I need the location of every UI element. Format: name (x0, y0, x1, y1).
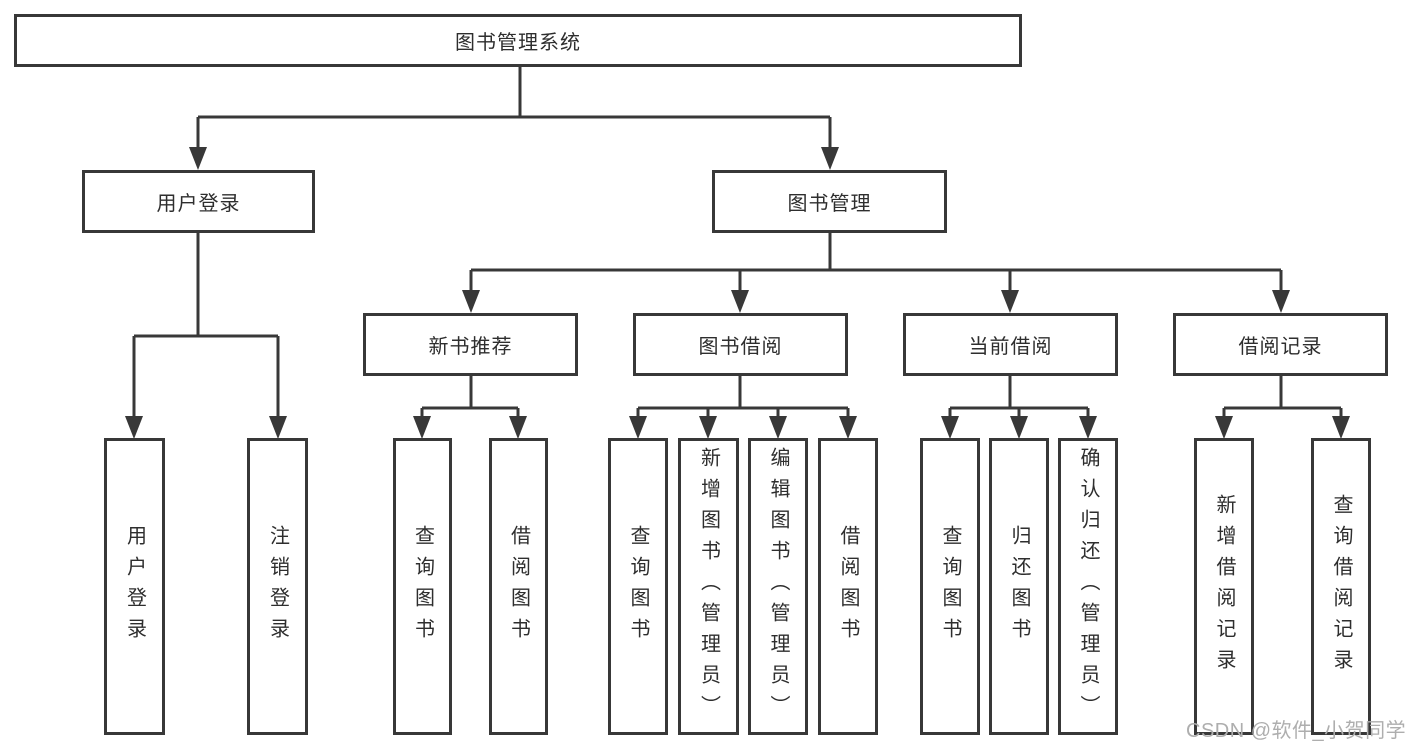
leaf-borrow-books: 借阅图书 (818, 438, 878, 735)
leaf-add-book-admin-label: 新增图书（管理员） (697, 447, 720, 726)
leaf-query-books-borrow-label: 查询图书 (627, 524, 649, 649)
leaf-user-login-label: 用户登录 (123, 524, 146, 649)
node-borrow-records: 借阅记录 (1173, 313, 1388, 376)
leaf-add-borrow-record-label: 新增借阅记录 (1213, 493, 1235, 680)
leaf-query-books-recommend: 查询图书 (393, 438, 452, 735)
leaf-confirm-return-admin: 确认归还（管理员） (1058, 438, 1118, 735)
leaf-borrow-books-label: 借阅图书 (837, 524, 859, 649)
node-borrow-records-label: 借阅记录 (1238, 336, 1323, 358)
leaf-query-books-current: 查询图书 (920, 438, 980, 735)
leaf-query-books-recommend-label: 查询图书 (411, 524, 434, 649)
leaf-edit-book-admin-label: 编辑图书（管理员） (767, 447, 789, 726)
leaf-borrow-books-recommend: 借阅图书 (489, 438, 548, 735)
node-book-borrow: 图书借阅 (633, 313, 848, 376)
leaf-return-books: 归还图书 (989, 438, 1049, 735)
node-new-book-recommend-label: 新书推荐 (428, 336, 513, 358)
node-system-root-label: 图书管理系统 (455, 32, 581, 54)
node-user-login-label: 用户登录 (156, 193, 241, 215)
node-current-borrow: 当前借阅 (903, 313, 1118, 376)
leaf-add-book-admin: 新增图书（管理员） (678, 438, 739, 735)
node-current-borrow-label: 当前借阅 (968, 336, 1053, 358)
node-book-management: 图书管理 (712, 170, 947, 233)
leaf-edit-book-admin: 编辑图书（管理员） (748, 438, 808, 735)
leaf-return-books-label: 归还图书 (1008, 524, 1030, 649)
leaf-logout: 注销登录 (247, 438, 308, 735)
leaf-logout-label: 注销登录 (266, 524, 289, 649)
node-book-borrow-label: 图书借阅 (698, 336, 783, 358)
leaf-user-login: 用户登录 (104, 438, 165, 735)
leaf-confirm-return-admin-label: 确认归还（管理员） (1077, 447, 1099, 726)
leaf-borrow-books-recommend-label: 借阅图书 (507, 524, 530, 649)
leaf-add-borrow-record: 新增借阅记录 (1194, 438, 1254, 735)
node-system-root: 图书管理系统 (14, 14, 1022, 67)
leaf-query-books-borrow: 查询图书 (608, 438, 668, 735)
leaf-query-books-current-label: 查询图书 (939, 524, 961, 649)
watermark-csdn: CSDN @软件_小贺同学 (1186, 720, 1405, 742)
leaf-query-borrow-record-label: 查询借阅记录 (1330, 493, 1352, 680)
node-book-management-label: 图书管理 (787, 193, 872, 215)
node-new-book-recommend: 新书推荐 (363, 313, 578, 376)
leaf-query-borrow-record: 查询借阅记录 (1311, 438, 1371, 735)
node-user-login: 用户登录 (82, 170, 315, 233)
